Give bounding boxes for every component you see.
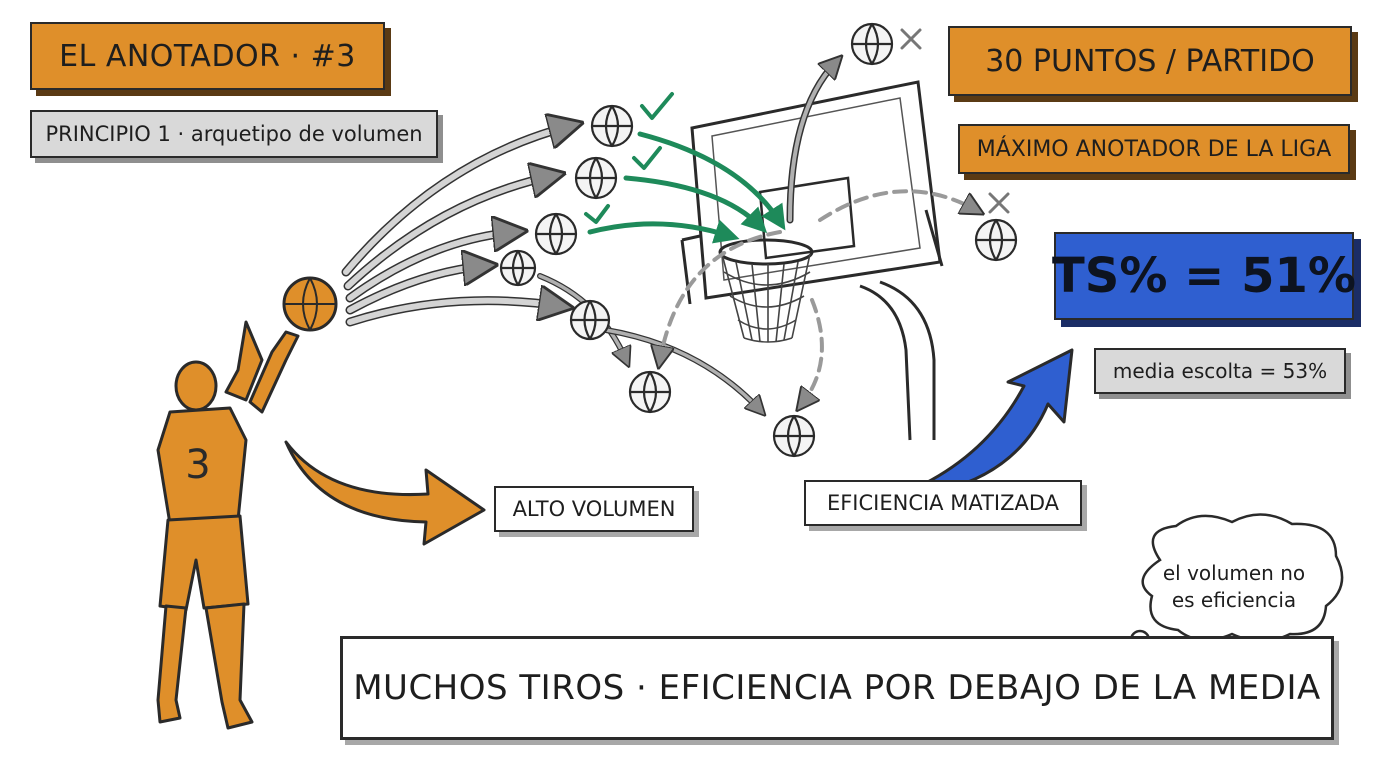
league-leader-label: MÁXIMO ANOTADOR DE LA LIGA (958, 124, 1350, 174)
ts-percentage-badge: TS% = 51% (1052, 232, 1356, 320)
nuanced-efficiency-label: EFICIENCIA MATIZADA (804, 480, 1082, 526)
hoop-support (859, 280, 936, 441)
high-volume-label: ALTO VOLUMEN (494, 486, 694, 532)
ball-icon (590, 104, 634, 148)
shot-ball-icon (282, 276, 338, 332)
cross-icon (900, 28, 922, 50)
points-per-game-label: 30 PUNTOS / PARTIDO (948, 26, 1352, 96)
miss-icons (900, 28, 1010, 214)
thought-bubble-line: es eficiencia (1171, 588, 1297, 612)
thought-bubble-text: el volumen no es eficiencia (1134, 560, 1334, 614)
thought-bubble-line: el volumen no (1162, 561, 1306, 585)
jersey-number: 3 (185, 442, 210, 488)
ball-icon (499, 249, 537, 287)
hoop-net (718, 238, 814, 343)
cross-icon (988, 192, 1010, 214)
check-icons (584, 92, 674, 224)
check-icon (640, 92, 674, 120)
player-figure (156, 320, 300, 730)
backboard (680, 80, 944, 305)
bottom-banner: MUCHOS TIROS · EFICIENCIA POR DEBAJO DE … (340, 636, 1334, 740)
title-label: EL ANOTADOR · #3 (30, 22, 385, 90)
check-icon (584, 204, 610, 224)
basketballs (499, 22, 1018, 458)
ball-icon (534, 212, 578, 256)
volume-arrow (284, 440, 486, 546)
efficiency-arrow (922, 348, 1074, 492)
missed-shots (537, 62, 976, 410)
ball-icon (628, 370, 672, 414)
ball-icon (772, 414, 816, 458)
ball-icon (850, 22, 894, 66)
guard-average-label: media escolta = 53% (1094, 348, 1346, 394)
ball-icon (574, 156, 618, 200)
check-icon (632, 146, 662, 170)
made-shots (587, 131, 786, 244)
ball-icon (569, 299, 611, 341)
shot-trajectories (341, 126, 570, 327)
principle-label: PRINCIPIO 1 · arquetipo de volumen (30, 110, 438, 158)
ball-icon (974, 218, 1018, 262)
